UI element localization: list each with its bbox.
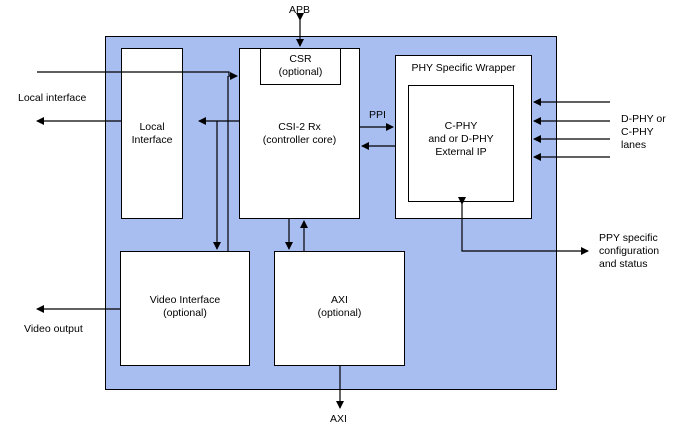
cphy-line2: and or D-PHY: [428, 133, 494, 145]
axi-block-title: AXI: [331, 294, 348, 306]
axi-block: AXI (optional): [274, 251, 405, 366]
dphy-lanes-line3: lanes: [621, 139, 647, 151]
csi2-rx-title: CSI-2 Rx: [278, 121, 321, 133]
cphy-external-ip-block: C-PHY and or D-PHY External IP: [408, 85, 514, 202]
local-in-wire: [37, 71, 238, 80]
csi2-rx-subtitle: (controller core): [262, 134, 337, 146]
local-interface-line1: Local: [139, 121, 165, 133]
ppy-config-label: PPY specific configuration and status: [599, 232, 659, 271]
dphy-lanes-line1: D-PHY or: [621, 113, 666, 125]
csr-title: CSR: [289, 53, 312, 65]
csr-subtitle: (optional): [278, 66, 323, 78]
csr-block: CSR (optional): [260, 48, 341, 85]
video-interface-block: Video Interface (optional): [120, 251, 250, 366]
dphy-lanes-line2: C-PHY: [621, 126, 654, 138]
local-interface-block: Local Interface: [121, 48, 183, 219]
axi-block-subtitle: (optional): [317, 307, 362, 319]
cphy-line3: External IP: [435, 146, 487, 158]
axi-output-label: AXI: [330, 413, 347, 425]
video-interface-subtitle: (optional): [163, 307, 207, 319]
dphy-lanes-label: D-PHY or C-PHY lanes: [621, 113, 666, 152]
ppy-config-line1: PPY specific: [599, 232, 658, 244]
local-interface-line2: Interface: [131, 134, 173, 146]
cphy-line1: C-PHY: [444, 120, 478, 132]
ppy-config-line3: and status: [599, 258, 648, 270]
video-interface-title: Video Interface: [149, 294, 221, 306]
ppy-config-wire: [458, 197, 589, 255]
apb-label: APB: [289, 4, 311, 16]
video-output-label: Video output: [24, 323, 83, 335]
phy-wrapper-title: PHY Specific Wrapper: [411, 62, 516, 74]
local-interface-label: Local interface: [18, 92, 87, 104]
ppy-config-line2: configuration: [599, 245, 660, 257]
ppi-label: PPI: [369, 109, 386, 121]
